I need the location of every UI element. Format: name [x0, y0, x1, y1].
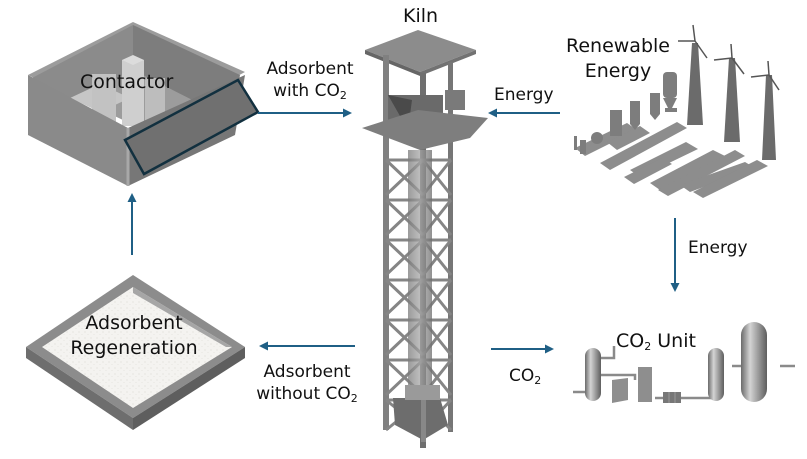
vessel-3 — [741, 322, 767, 402]
solar-panels — [575, 122, 768, 198]
contactor-label: Contactor — [80, 71, 174, 93]
arrow-kiln-to-co2unit — [491, 344, 554, 354]
co2-unit-label: CO2 Unit — [616, 330, 696, 353]
vessel-1 — [585, 348, 601, 401]
regeneration-label-line1: Adsorbent — [85, 312, 183, 334]
kiln-label: Kiln — [403, 5, 439, 27]
arrow-regeneration-to-contactor — [127, 193, 137, 255]
kiln-tower-icon — [362, 30, 488, 448]
renewable-label-line1: Renewable — [566, 35, 670, 57]
edge-label-co2: CO2 — [509, 366, 542, 387]
edge-label-adsorbent-with-co2: Adsorbent with CO2 — [266, 59, 354, 102]
adsorbent-bed-icon — [26, 275, 245, 430]
arrow-kiln-to-regeneration — [259, 341, 355, 351]
renewable-energy-label: Renewable Energy — [566, 34, 670, 84]
edge-label-energy-to-kiln: Energy — [494, 85, 554, 105]
flow-arrows — [127, 108, 680, 354]
regeneration-label-line2: Regeneration — [70, 337, 198, 359]
arrow-renewable-to-kiln — [488, 108, 560, 118]
renewable-label-line2: Energy — [584, 60, 652, 82]
arrow-contactor-to-kiln — [258, 108, 352, 118]
arrow-renewable-to-co2unit — [670, 218, 680, 292]
wind-turbines — [678, 24, 780, 160]
vessel-2 — [708, 348, 724, 401]
regeneration-label: Adsorbent Regeneration — [55, 311, 213, 361]
contactor-box-icon — [28, 22, 260, 186]
co2-process-unit-icon — [573, 322, 795, 403]
process-equipment — [574, 72, 677, 154]
edge-label-adsorbent-without-co2: Adsorbent without CO2 — [256, 362, 358, 405]
wind-solar-plant-icon — [574, 24, 780, 198]
edge-label-energy-to-co2unit: Energy — [688, 238, 748, 258]
